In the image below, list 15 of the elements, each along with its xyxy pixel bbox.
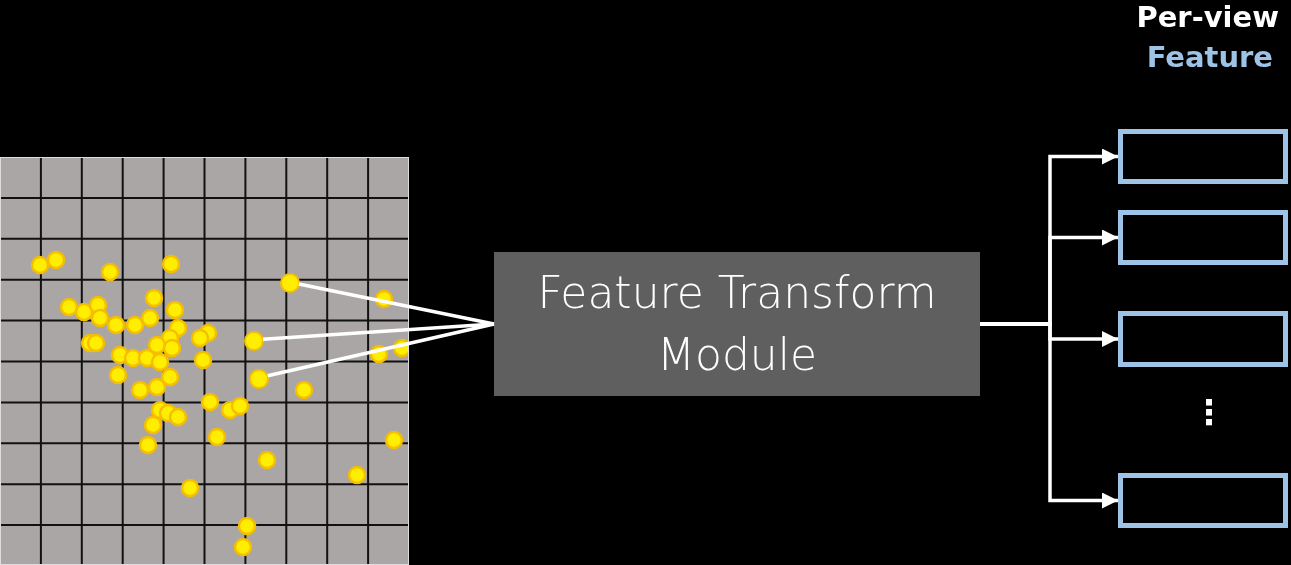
point-marker [244,331,264,351]
module-name: Feature Transform Module [536,266,938,382]
feature-box [1118,473,1288,528]
point-marker [249,369,269,389]
heading-text: Per-view [1136,0,1279,34]
feature-box [1118,210,1288,265]
heading-text: Feature [1146,40,1273,74]
process-box [494,252,980,396]
scatter-plot [0,157,409,565]
arrow [980,322,1118,509]
feature-box [1118,129,1288,184]
connector-line [267,322,495,378]
ellipsis-text: ⋮ [1192,392,1226,432]
point-marker [280,273,300,293]
feature-box [1118,311,1288,367]
